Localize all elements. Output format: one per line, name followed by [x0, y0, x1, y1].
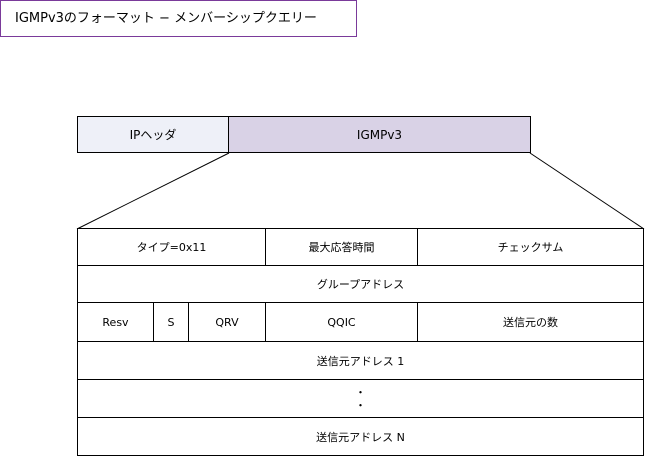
field-source-ellipsis: ・ ・: [77, 379, 644, 418]
diagram-title: IGMPv3のフォーマット − メンバーシップクエリー: [0, 0, 357, 37]
field-type: タイプ=0x11: [77, 228, 266, 266]
ellipsis-dot-1: ・: [355, 385, 366, 399]
field-source-address-1: 送信元アドレス 1: [77, 341, 644, 380]
igmpv3-block: IGMPv3: [228, 116, 531, 153]
field-max-response-time: 最大応答時間: [265, 228, 418, 266]
field-s: S: [153, 302, 189, 342]
ellipsis-dot-2: ・: [355, 398, 366, 412]
field-source-address-n: 送信元アドレス N: [77, 417, 644, 456]
field-checksum: チェックサム: [417, 228, 644, 266]
field-number-of-sources: 送信元の数: [417, 302, 644, 342]
field-group-address: グループアドレス: [77, 265, 644, 303]
field-resv: Resv: [77, 302, 154, 342]
ip-header-block: IPヘッダ: [77, 116, 229, 153]
field-qqic: QQIC: [265, 302, 418, 342]
field-qrv: QRV: [188, 302, 266, 342]
expand-line-left: [76, 152, 230, 230]
expand-line-right: [529, 152, 645, 230]
